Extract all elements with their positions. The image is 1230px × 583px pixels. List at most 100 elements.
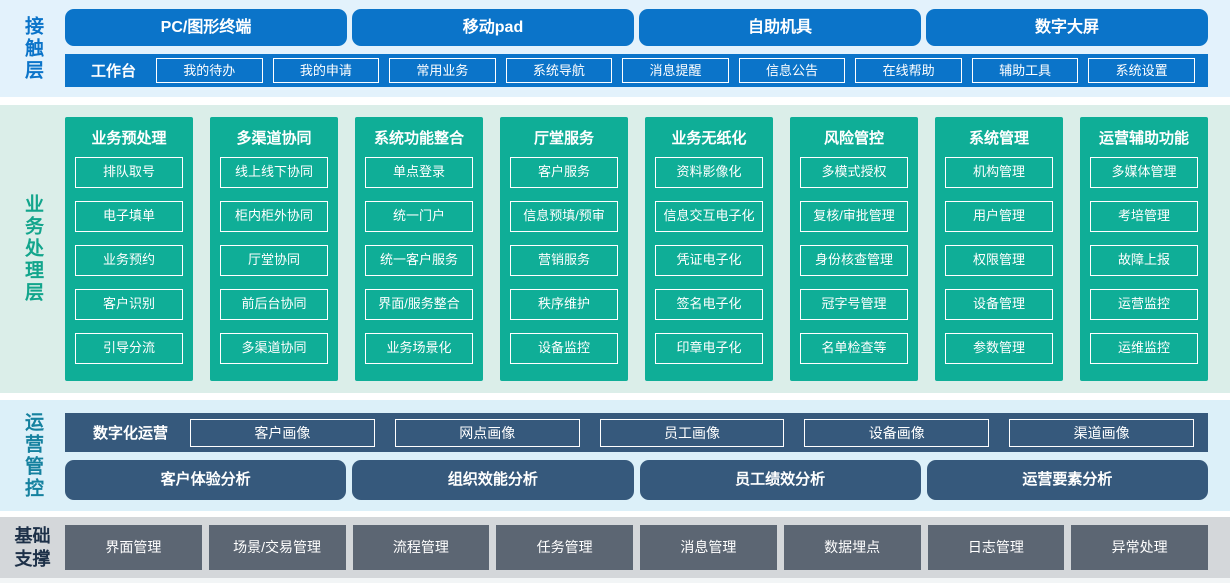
workbench-items: 我的待办我的申请常用业务系统导航消息提醒信息公告在线帮助辅助工具系统设置 [156, 58, 1208, 83]
contact-layer-label-area: 接触层 [0, 0, 65, 97]
business-item: 复核/审批管理 [800, 200, 908, 232]
business-layer-label-area: 业务处理层 [0, 105, 65, 393]
business-item: 统一客户服务 [365, 244, 473, 276]
analysis-item: 员工绩效分析 [639, 460, 921, 500]
business-item: 冠字号管理 [800, 289, 908, 321]
workbench-label: 工作台 [91, 63, 137, 80]
foundation-item: 数据埋点 [783, 525, 921, 570]
business-item: 运营监控 [1090, 289, 1198, 321]
business-item: 营销服务 [510, 244, 618, 276]
business-column-title: 业务无纸化 [671, 130, 747, 147]
foundation-layer-content: 界面管理场景/交易管理流程管理任务管理消息管理数据埋点日志管理异常处理 [65, 517, 1230, 578]
business-item: 设备管理 [945, 289, 1053, 321]
operations-layer-content: 数字化运营 客户画像网点画像员工画像设备画像渠道画像 客户体验分析组织效能分析员… [65, 400, 1230, 511]
business-item: 前后台协同 [220, 289, 328, 321]
business-column-items: 多媒体管理考培管理故障上报运营监控运维监控 [1089, 150, 1199, 371]
business-column-items: 多模式授权复核/审批管理身份核查管理冠字号管理名单检查等 [799, 150, 909, 371]
business-item: 名单检查等 [800, 333, 908, 365]
business-item: 签名电子化 [655, 289, 763, 321]
business-item: 线上线下协同 [220, 156, 328, 188]
business-column: 厅堂服务 客户服务信息预填/预审营销服务秩序维护设备监控 [500, 117, 628, 381]
profile-item: 客户画像 [190, 418, 375, 447]
business-item: 资料影像化 [655, 156, 763, 188]
workbench-item: 系统设置 [1088, 58, 1195, 83]
business-column-title: 系统功能整合 [373, 130, 464, 147]
channel-item: PC/图形终端 [65, 9, 347, 46]
business-item: 柜内柜外协同 [220, 200, 328, 232]
foundation-items: 界面管理场景/交易管理流程管理任务管理消息管理数据埋点日志管理异常处理 [65, 525, 1208, 570]
bottom-strip [0, 578, 1230, 583]
business-column-items: 机构管理用户管理权限管理设备管理参数管理 [944, 150, 1054, 371]
workbench-item: 系统导航 [505, 58, 613, 83]
operations-control-layer: 运营管控 数字化运营 客户画像网点画像员工画像设备画像渠道画像 客户体验分析组织… [0, 400, 1230, 511]
foundation-item: 流程管理 [352, 525, 490, 570]
business-item: 凭证电子化 [655, 244, 763, 276]
workbench-item: 我的待办 [156, 58, 263, 83]
business-item: 引导分流 [75, 333, 183, 365]
business-item: 多媒体管理 [1090, 156, 1198, 188]
foundation-item: 异常处理 [1071, 525, 1208, 570]
channel-item: 自助机具 [639, 9, 921, 46]
business-item: 排队取号 [75, 156, 183, 188]
business-column: 运营辅助功能 多媒体管理考培管理故障上报运营监控运维监控 [1080, 117, 1208, 381]
business-column-items: 客户服务信息预填/预审营销服务秩序维护设备监控 [509, 150, 619, 371]
foundation-item: 场景/交易管理 [208, 525, 346, 570]
business-column-title: 风险管控 [823, 130, 884, 147]
business-item: 秩序维护 [510, 289, 618, 321]
business-column-title: 多渠道协同 [236, 130, 312, 147]
business-column-title: 业务预处理 [91, 130, 167, 147]
business-layer-content: 业务预处理 排队取号电子填单业务预约客户识别引导分流 多渠道协同 线上线下协同柜… [65, 105, 1230, 393]
business-column-items: 资料影像化信息交互电子化凭证电子化签名电子化印章电子化 [654, 150, 764, 371]
profile-item: 员工画像 [599, 418, 785, 447]
workbench-item: 我的申请 [272, 58, 380, 83]
business-column-title: 运营辅助功能 [1098, 130, 1189, 147]
business-item: 客户服务 [510, 156, 618, 188]
analysis-item: 运营要素分析 [926, 460, 1208, 500]
contact-layer-label: 接触层 [22, 15, 43, 82]
business-column-title: 厅堂服务 [533, 130, 594, 147]
business-column-items: 单点登录统一门户统一客户服务界面/服务整合业务场景化 [364, 150, 474, 371]
digital-operations-bar: 数字化运营 客户画像网点画像员工画像设备画像渠道画像 [65, 413, 1208, 452]
business-column: 系统功能整合 单点登录统一门户统一客户服务界面/服务整合业务场景化 [355, 117, 483, 381]
business-item: 多渠道协同 [220, 333, 328, 365]
business-column: 风险管控 多模式授权复核/审批管理身份核查管理冠字号管理名单检查等 [790, 117, 918, 381]
analysis-item: 组织效能分析 [352, 460, 634, 500]
business-column-title: 系统管理 [968, 130, 1029, 147]
foundation-support-layer: 基础支撑 界面管理场景/交易管理流程管理任务管理消息管理数据埋点日志管理异常处理 [0, 517, 1230, 578]
business-item: 印章电子化 [655, 333, 763, 365]
foundation-layer-label-area: 基础支撑 [0, 517, 65, 578]
workbench-bar: 工作台 我的待办我的申请常用业务系统导航消息提醒信息公告在线帮助辅助工具系统设置 [65, 54, 1208, 87]
foundation-layer-label: 基础支撑 [14, 526, 51, 569]
channel-item: 数字大屏 [926, 9, 1208, 46]
workbench-item: 常用业务 [389, 58, 496, 83]
profile-items: 客户画像网点画像员工画像设备画像渠道画像 [190, 418, 1208, 447]
business-item: 客户识别 [75, 289, 183, 321]
business-item: 业务场景化 [365, 333, 473, 365]
foundation-item: 任务管理 [496, 525, 633, 570]
business-item: 单点登录 [365, 156, 473, 188]
business-column: 业务预处理 排队取号电子填单业务预约客户识别引导分流 [65, 117, 193, 381]
business-column: 多渠道协同 线上线下协同柜内柜外协同厅堂协同前后台协同多渠道协同 [210, 117, 338, 381]
business-item: 信息交互电子化 [655, 200, 763, 232]
business-item: 考培管理 [1090, 200, 1198, 232]
business-column-items: 排队取号电子填单业务预约客户识别引导分流 [74, 150, 184, 371]
business-item: 权限管理 [945, 244, 1053, 276]
workbench-item: 辅助工具 [971, 58, 1079, 83]
business-item: 设备监控 [510, 333, 618, 365]
business-item: 参数管理 [945, 333, 1053, 365]
business-item: 故障上报 [1090, 244, 1198, 276]
business-item: 信息预填/预审 [510, 200, 618, 232]
foundation-item: 消息管理 [640, 525, 777, 570]
operations-layer-label: 运营管控 [22, 411, 43, 500]
business-layer-label: 业务处理层 [22, 194, 43, 304]
business-columns: 业务预处理 排队取号电子填单业务预约客户识别引导分流 多渠道协同 线上线下协同柜… [65, 117, 1208, 381]
foundation-item: 界面管理 [65, 525, 202, 570]
workbench-item: 消息提醒 [622, 58, 729, 83]
business-processing-layer: 业务处理层 业务预处理 排队取号电子填单业务预约客户识别引导分流 多渠道协同 线… [0, 105, 1230, 393]
business-column: 业务无纸化 资料影像化信息交互电子化凭证电子化签名电子化印章电子化 [645, 117, 773, 381]
business-item: 用户管理 [945, 200, 1053, 232]
